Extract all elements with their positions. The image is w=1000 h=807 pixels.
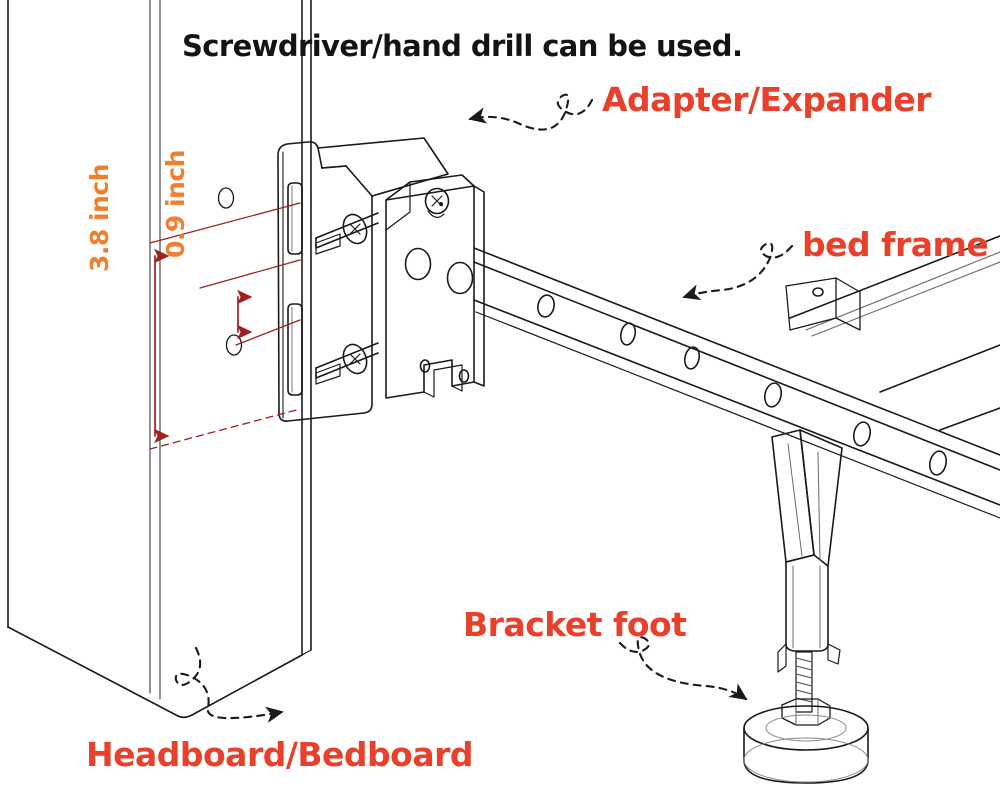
pointer-adapter bbox=[468, 93, 594, 131]
ext-line-38-top bbox=[149, 202, 301, 244]
bed-frame-rail bbox=[473, 235, 1000, 519]
ext-line-09-bottom bbox=[235, 319, 301, 346]
dimension-lines bbox=[149, 202, 301, 450]
ext-line-38-bottom bbox=[149, 408, 301, 450]
screw-lower bbox=[315, 342, 379, 385]
ext-line-09-top bbox=[199, 259, 301, 289]
screw-upper bbox=[315, 212, 379, 255]
pointer-bedframe bbox=[682, 242, 794, 301]
screw-corner bbox=[424, 187, 450, 218]
dimension-label-slot-spacing: 0.9 inch bbox=[161, 150, 190, 258]
callout-label-headboard: Headboard/Bedboard bbox=[86, 735, 474, 774]
leveling-foot bbox=[743, 429, 869, 784]
callout-label-bed-frame: bed frame bbox=[802, 225, 989, 264]
callout-label-adapter: Adapter/Expander bbox=[602, 80, 932, 119]
vertical-plate bbox=[385, 174, 485, 399]
pointer-headboard bbox=[174, 646, 284, 723]
headboard-panel bbox=[7, 0, 312, 719]
adapter-bracket bbox=[217, 137, 449, 422]
page-title: Screwdriver/hand drill can be used. bbox=[182, 29, 743, 63]
dimension-label-overall: 3.8 inch bbox=[85, 164, 114, 272]
pointer-bracket-foot bbox=[618, 636, 748, 701]
callout-label-bracket-foot: Bracket foot bbox=[463, 605, 687, 644]
callout-pointers bbox=[174, 93, 794, 723]
